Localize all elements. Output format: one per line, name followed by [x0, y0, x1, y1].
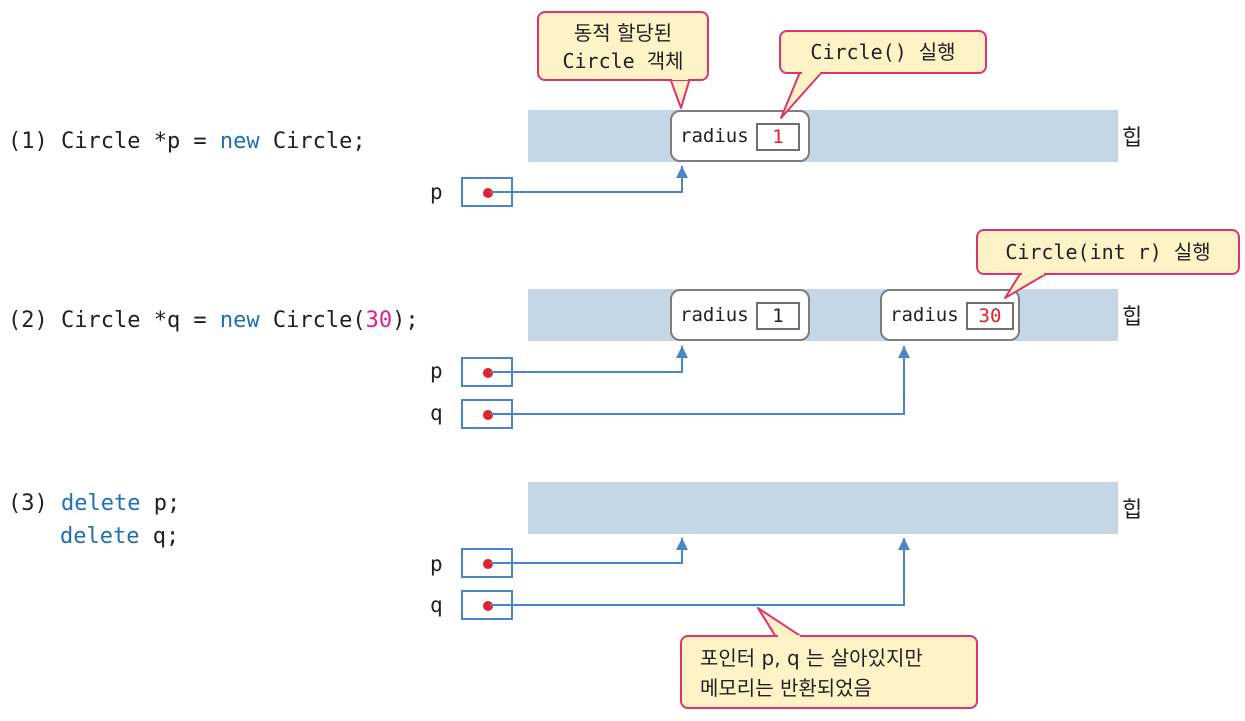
- tail-seam: [672, 77, 688, 80]
- code-text: p;: [140, 491, 181, 516]
- heap-area-3: [528, 482, 1118, 534]
- radius-value: 1: [756, 123, 800, 151]
- heap-label: 힙: [1122, 498, 1143, 523]
- pointer-q-label: q: [430, 593, 443, 617]
- pointer-dot: [483, 559, 493, 569]
- keyword-delete: delete: [60, 491, 141, 516]
- callout-text: Circle() 실행: [810, 40, 956, 64]
- radius-value: 1: [756, 302, 800, 330]
- pointer-dot: [483, 188, 493, 198]
- tail-seam: [1022, 272, 1044, 275]
- pointer-arrow: [490, 166, 683, 193]
- code-line-3a: (3) delete p;: [8, 493, 180, 515]
- pointer-p-label: p: [430, 180, 443, 204]
- code-line-1: (1) Circle *p = new Circle;: [8, 131, 366, 153]
- callout-text: 메모리는 반환되었음: [700, 676, 872, 700]
- arrow-head: [676, 346, 688, 358]
- radius-label: radius: [890, 304, 959, 326]
- code-text: (1) Circle *p =: [8, 129, 220, 154]
- pointer-dot: [483, 368, 493, 378]
- code-text: q;: [139, 524, 180, 549]
- callout-int-constructor: Circle(int r) 실행: [976, 229, 1240, 275]
- radius-label: radius: [680, 125, 749, 147]
- code-text: (3): [8, 491, 61, 516]
- callout-dynamic-object: 동적 할당된 Circle 객체: [537, 11, 709, 81]
- heap-area-1: [528, 110, 1118, 162]
- tail-seam: [802, 71, 820, 74]
- pointer-arrow: [490, 538, 683, 564]
- circle-object-p: radius 1: [670, 289, 810, 341]
- callout-tail: [780, 71, 823, 119]
- code-line-3b: delete q;: [60, 526, 179, 548]
- circle-object-q: radius 30: [880, 289, 1020, 341]
- tail-seam: [778, 635, 800, 638]
- pointer-p-label: p: [430, 359, 443, 383]
- pointer-dot: [483, 601, 493, 611]
- callout-text: 포인터 p, q 는 살아있지만: [700, 646, 923, 670]
- callout-text: Circle 객체: [562, 49, 684, 73]
- code-text: );: [392, 308, 419, 333]
- radius-value: 30: [966, 302, 1014, 330]
- keyword-delete: delete: [60, 524, 140, 549]
- code-number: 30: [365, 308, 393, 333]
- pointer-dot: [483, 410, 493, 420]
- callout-tail: [757, 607, 803, 638]
- radius-label: radius: [680, 304, 749, 326]
- arrow-head: [898, 346, 910, 358]
- code-text: (2) Circle *q =: [8, 308, 220, 333]
- heap-label: 힙: [1122, 126, 1143, 151]
- callout-default-constructor: Circle() 실행: [779, 30, 987, 74]
- code-text: Circle(: [259, 308, 366, 333]
- callout-tail: [1004, 273, 1047, 299]
- code-line-2: (2) Circle *q = new Circle(30);: [8, 310, 419, 332]
- callout-text: 동적 할당된: [573, 21, 673, 45]
- pointer-arrow: [490, 346, 683, 373]
- callout-text: Circle(int r) 실행: [1005, 240, 1211, 264]
- pointer-arrow: [490, 538, 905, 606]
- callout-tail: [669, 77, 691, 109]
- pointer-arrow: [490, 346, 905, 415]
- code-text: Circle;: [259, 129, 366, 154]
- keyword-new: new: [219, 308, 260, 333]
- arrow-head: [676, 538, 688, 550]
- arrow-head: [898, 538, 910, 550]
- heap-label: 힙: [1122, 305, 1143, 330]
- arrow-head: [676, 166, 688, 178]
- pointer-p-label: p: [430, 552, 443, 576]
- pointer-q-label: q: [430, 401, 443, 425]
- keyword-new: new: [219, 129, 260, 154]
- circle-object-p: radius 1: [670, 110, 810, 162]
- callout-memory-freed: 포인터 p, q 는 살아있지만 메모리는 반환되었음: [680, 635, 978, 709]
